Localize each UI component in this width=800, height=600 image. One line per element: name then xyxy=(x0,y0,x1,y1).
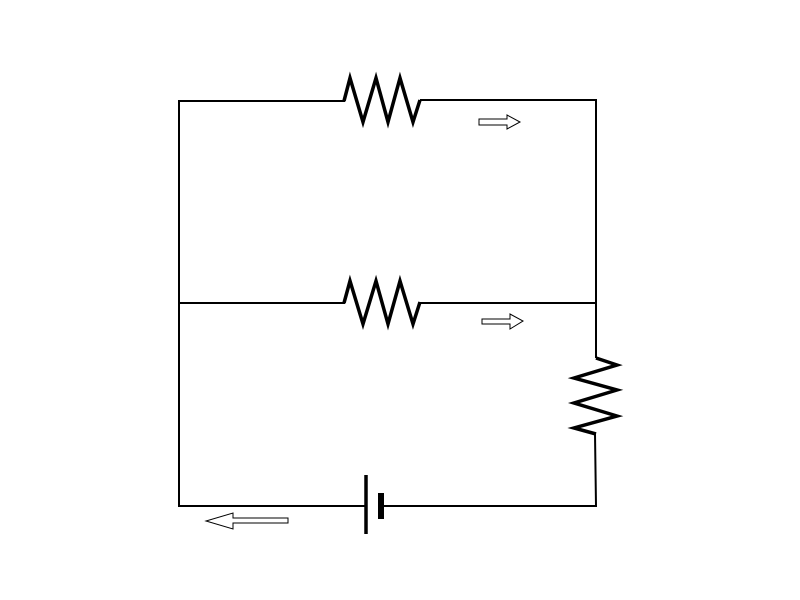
current-arrow-bottom xyxy=(204,512,289,530)
current-arrow-middle xyxy=(481,313,525,330)
resistor-top xyxy=(342,71,422,129)
resistor-middle xyxy=(342,274,422,331)
resistor-right xyxy=(567,356,624,436)
current-arrow-top xyxy=(478,114,522,130)
wire-bottom-right xyxy=(383,433,598,507)
wire-top-right xyxy=(420,99,597,358)
battery-short-plate xyxy=(378,493,384,519)
